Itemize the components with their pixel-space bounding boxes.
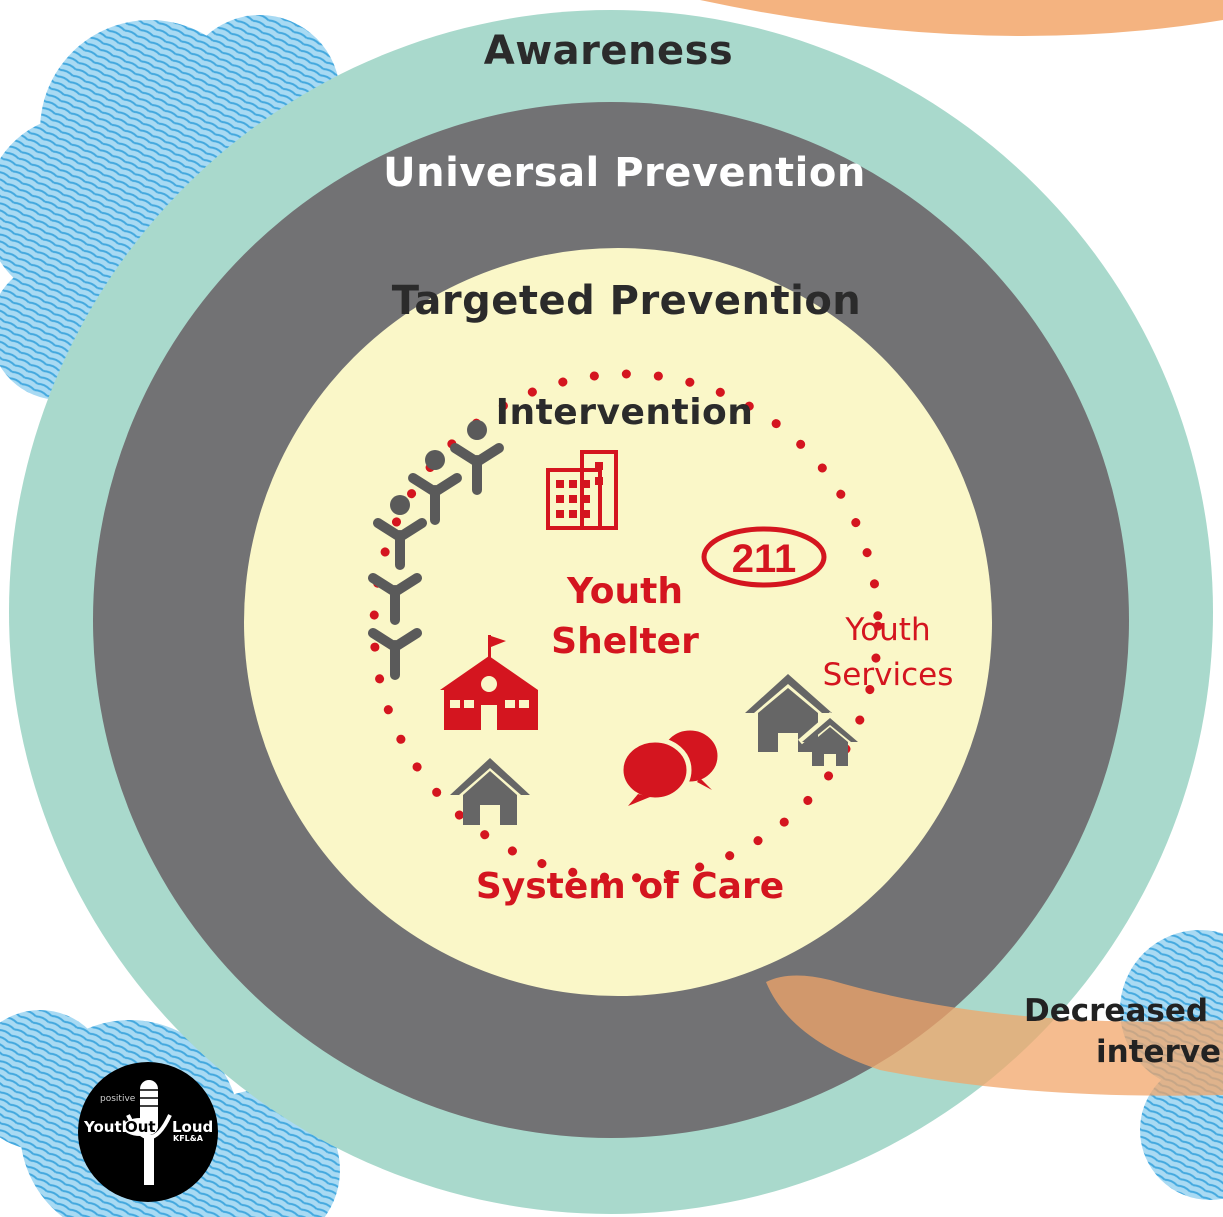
- intervention-dotted-ring: [369, 369, 883, 883]
- logo-youth-text: Youth: [84, 1118, 133, 1136]
- school-icon: [440, 635, 538, 730]
- chat-bubbles-icon: [618, 725, 723, 806]
- people-chain-icon: [368, 420, 504, 680]
- youth-services-line1: Youth: [845, 612, 931, 648]
- orange-arrow-top: [700, 0, 1223, 36]
- universal-prevention-label: Universal Prevention: [383, 150, 866, 196]
- shelter-label: Shelter: [551, 621, 699, 662]
- 211-badge-text: 211: [732, 537, 797, 581]
- logo-loud-text: Loud: [172, 1118, 214, 1136]
- targeted-prevention-label: Targeted Prevention: [391, 278, 862, 324]
- intervention-label: Intervention: [495, 392, 754, 433]
- office-building-icon: [546, 450, 618, 530]
- decreased-label: Decreased: [1024, 993, 1209, 1029]
- house-icon: [450, 758, 530, 825]
- youth-label: Youth: [567, 571, 683, 612]
- youth-services-line2: Services: [822, 657, 954, 693]
- system-of-care-label: System of Care: [475, 866, 785, 907]
- orange-arrow-bottom: [766, 975, 1223, 1096]
- logo-word-positive: positive: [100, 1094, 136, 1104]
- logo-out-text: Out: [123, 1118, 158, 1136]
- logo-org-text: KFL&A: [173, 1134, 203, 1143]
- awareness-label: Awareness: [483, 28, 734, 74]
- targeted-prevention-area: [244, 248, 992, 996]
- intervention-cut-label: interve: [1096, 1034, 1222, 1070]
- houses-icon: [745, 674, 862, 766]
- 211-badge-icon: 211: [701, 526, 827, 588]
